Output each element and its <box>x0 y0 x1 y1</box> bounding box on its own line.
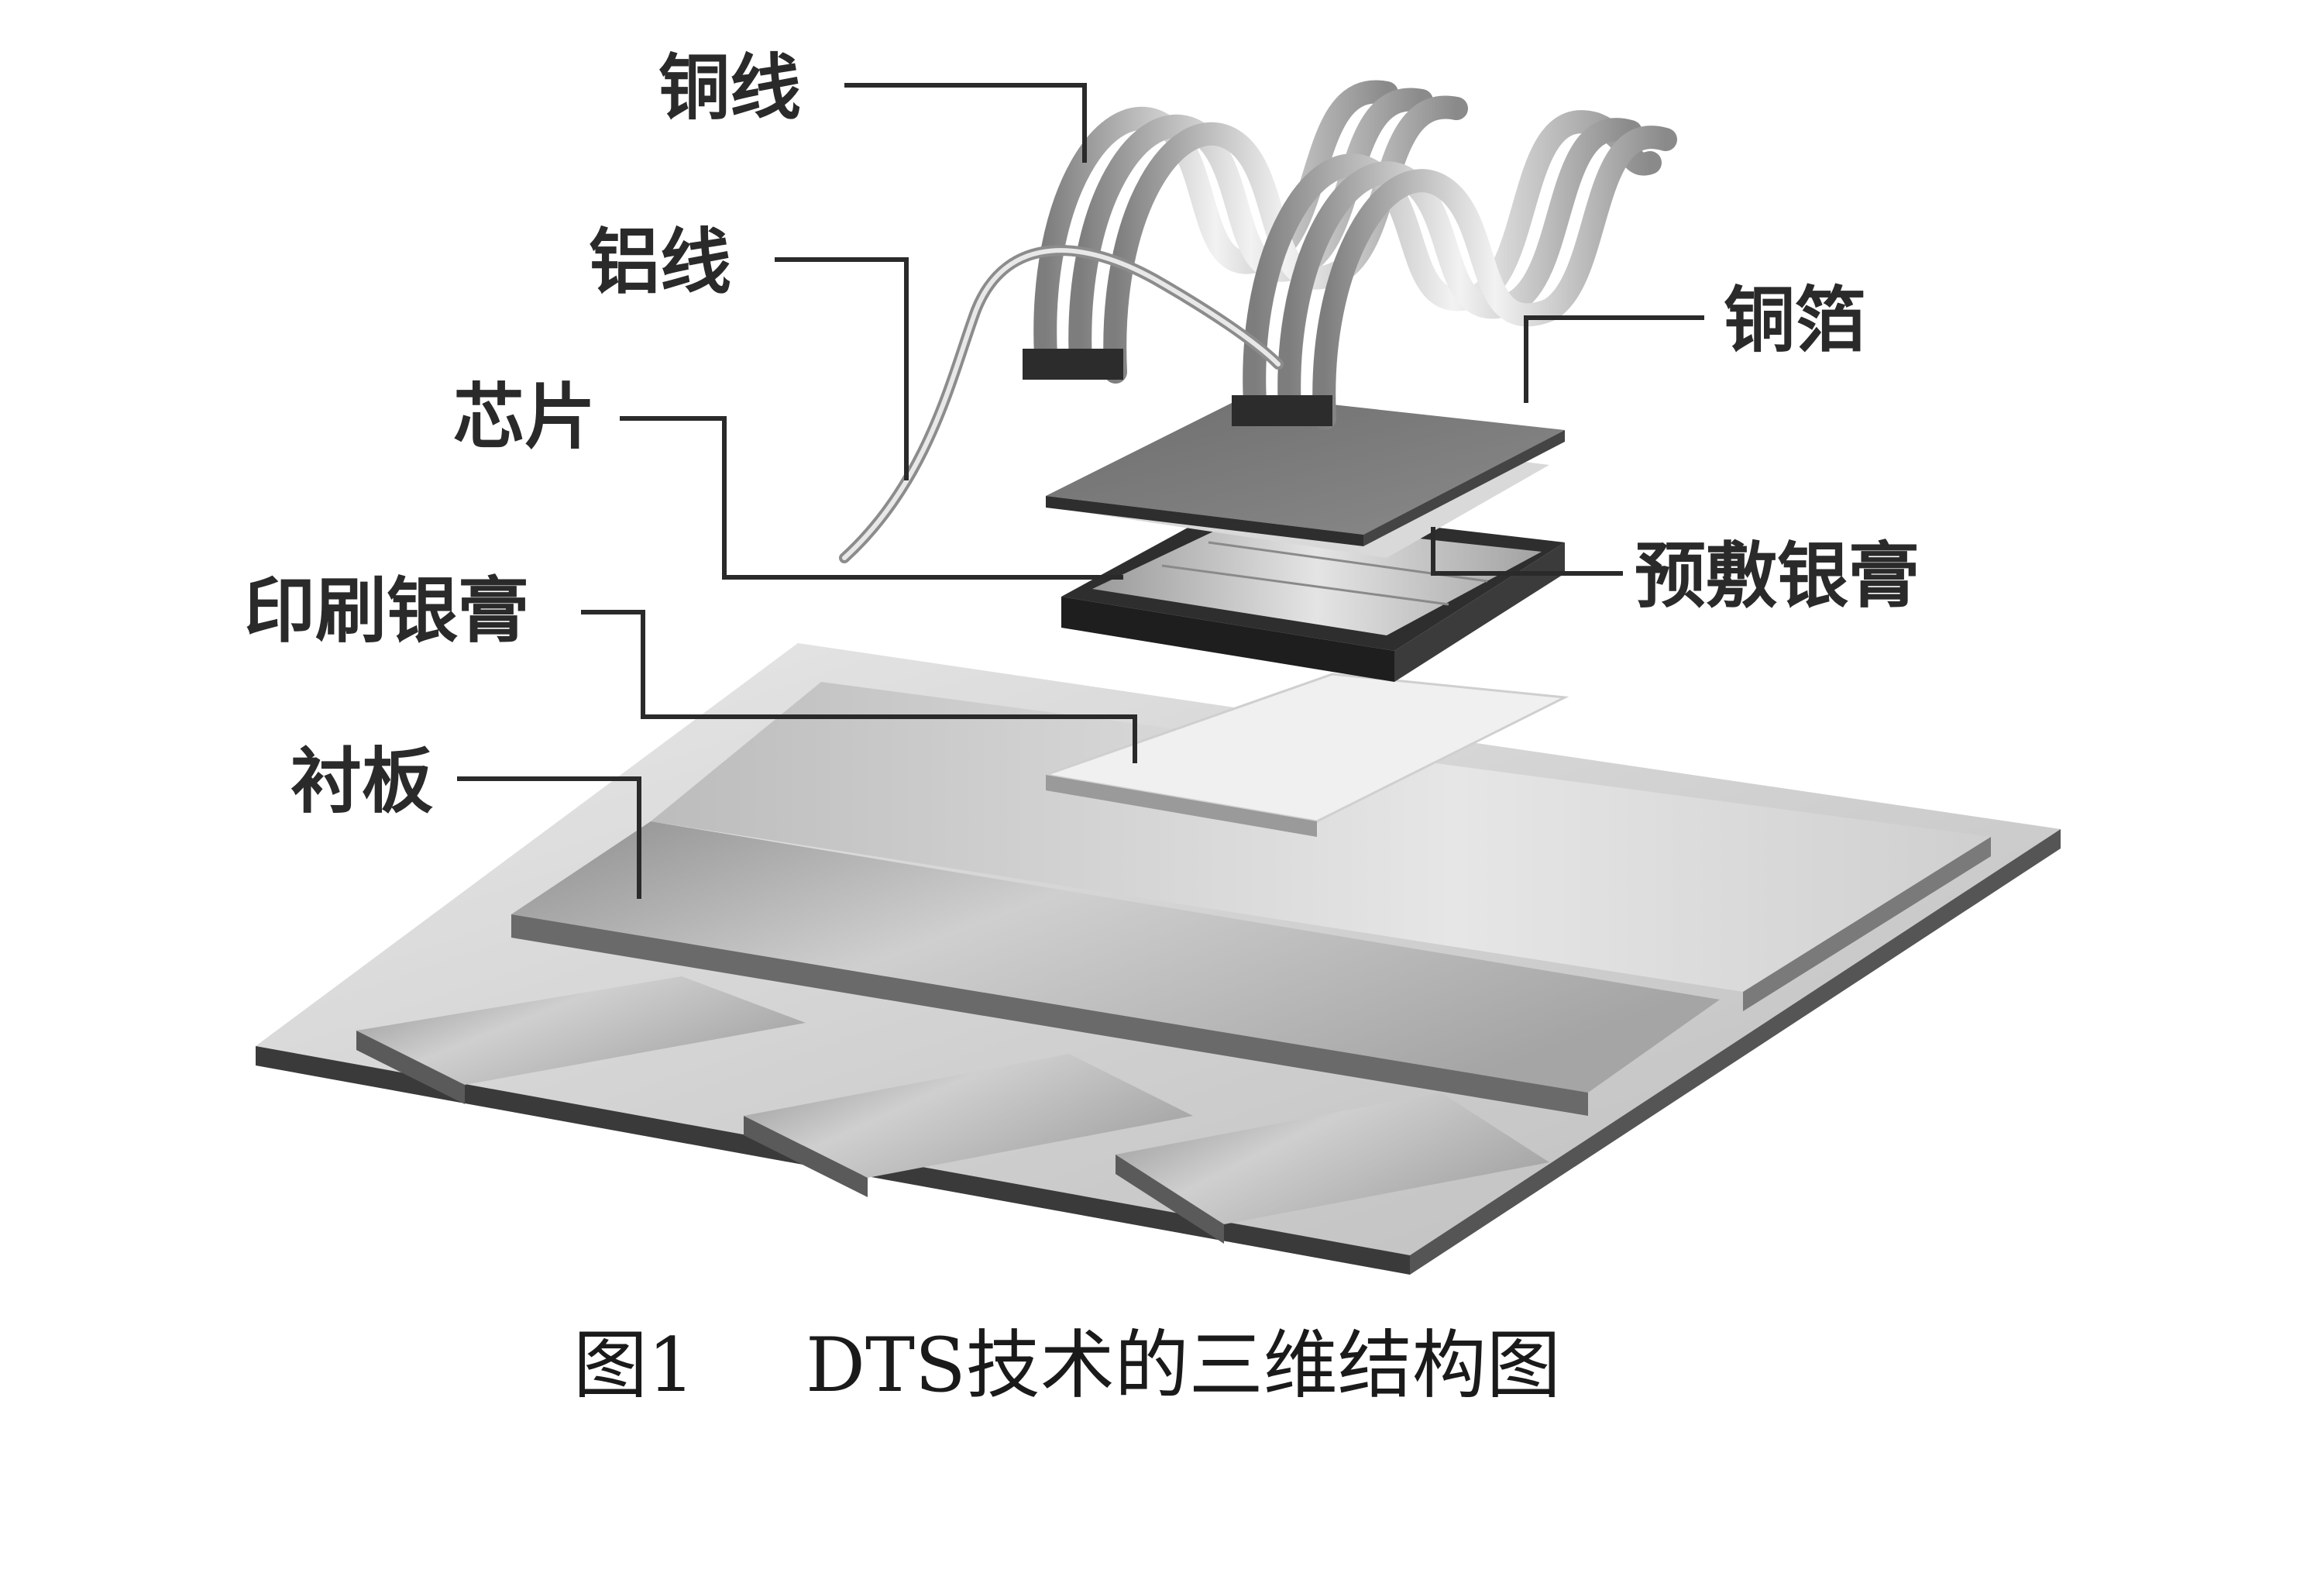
copper-wires <box>1023 80 1677 430</box>
label-copper-foil: 铜箔 <box>1724 279 1866 362</box>
caption-title: DTS技术的三维结构图 <box>806 1322 1561 1409</box>
label-aluminum-wire: 铝线 <box>589 221 731 304</box>
leader-aluminum-wire <box>775 257 909 480</box>
printed-silver-paste-layer <box>1041 673 1569 837</box>
leader-chip <box>620 416 1123 580</box>
leader-pre-applied-silver-paste <box>1431 527 1623 576</box>
leader-copper-wire <box>844 83 1087 163</box>
aluminum-wire <box>839 245 1284 563</box>
caption-figure-number: 图1 <box>573 1322 695 1409</box>
label-copper-wire: 铜线 <box>658 46 801 129</box>
leader-copper-foil <box>1524 315 1704 403</box>
leader-printed-silver-paste <box>581 610 1137 763</box>
leader-substrate <box>457 776 641 899</box>
copper-foil <box>1046 395 1565 546</box>
substrate-pads <box>356 682 1991 1244</box>
label-chip: 芯片 <box>453 376 596 459</box>
label-substrate: 衬板 <box>290 740 433 823</box>
chip <box>1061 504 1565 682</box>
label-pre-applied-silver-paste: 预敷银膏 <box>1635 535 1920 618</box>
label-printed-silver-paste: 印刷银膏 <box>244 570 529 652</box>
